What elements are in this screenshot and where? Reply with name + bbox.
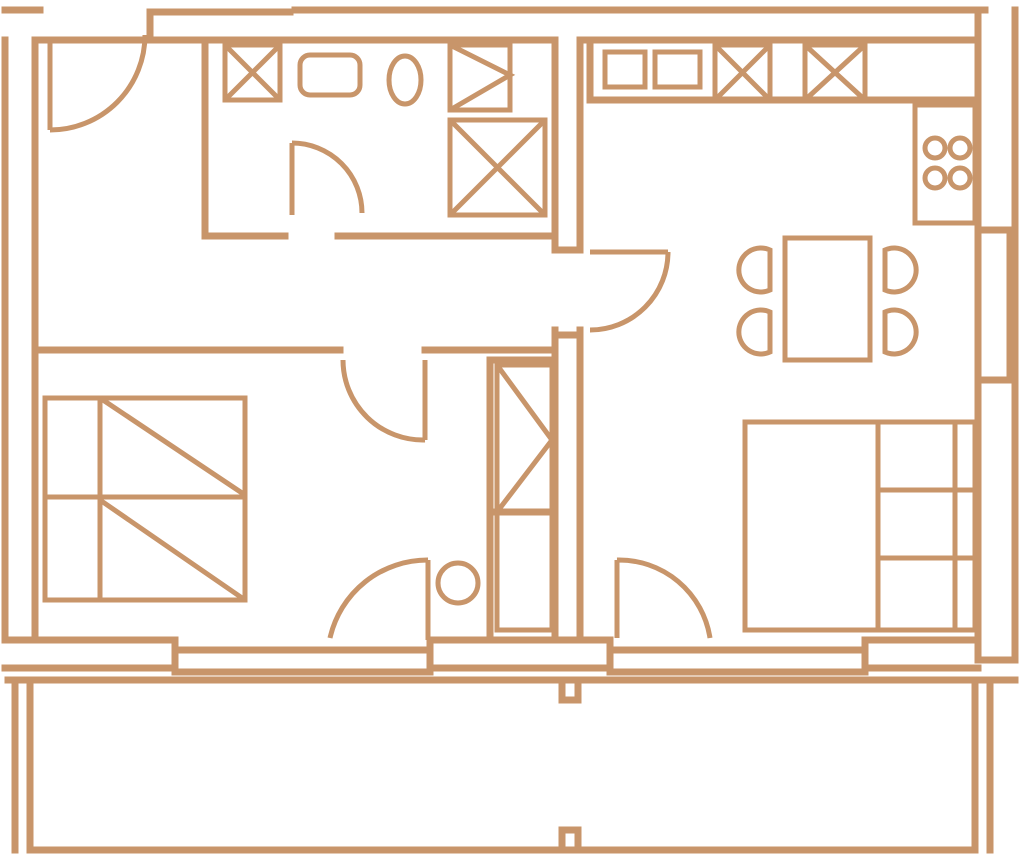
chair [736,245,773,295]
doors [47,34,713,640]
plan-line [494,362,555,633]
plan-line [494,363,556,514]
toilet-icon [386,53,424,107]
sink-icon [297,52,363,98]
dishwasher-icon [712,42,773,103]
shower-icon [222,42,283,103]
kitchen-drawer [602,49,648,90]
interior-walls [31,36,979,644]
fridge-icon [802,42,868,103]
plan-line [551,36,584,644]
sofa [742,419,978,633]
plan-line [45,395,247,603]
plan-line [4,676,1019,854]
plan-line [713,43,772,102]
plan-line [31,8,209,44]
exterior-walls [1,6,1019,676]
chair [736,307,773,357]
storage-unit [447,117,548,218]
plan-line [223,43,282,102]
plan-line [558,676,582,854]
bed [42,395,248,603]
bathroom-fixtures [222,42,548,218]
kitchen-sink-icon [652,49,703,90]
living-door [589,249,671,333]
bedroom-door [340,359,428,443]
plan-line [581,6,1019,664]
plan-line [1,6,989,644]
living-balcony-door [614,557,713,639]
plan-line [426,636,982,676]
plan-line [201,36,559,240]
dining-table [782,235,873,363]
plan-line [586,36,979,104]
kitchen-fixtures [602,42,978,226]
plan-line [947,135,973,161]
bedroom-balcony-door [327,557,431,640]
plan-line [448,118,547,217]
plan-line [803,43,867,102]
bathroom-door [289,140,365,215]
plant-icon [435,560,481,606]
plan-line [974,226,1014,384]
wardrobe [494,362,556,633]
dining-set [736,235,919,363]
plan-line [742,419,978,633]
stove-icon [912,102,978,226]
plan-line [1,636,434,676]
plan-line [922,165,948,191]
chair [882,245,919,295]
plan-line [922,135,948,161]
plan-line [875,422,975,630]
plan-line [448,42,516,113]
plan-line [31,346,559,644]
chair [882,307,919,357]
balcony [4,676,1019,854]
entry-door [47,34,148,133]
plan-line [947,165,973,191]
